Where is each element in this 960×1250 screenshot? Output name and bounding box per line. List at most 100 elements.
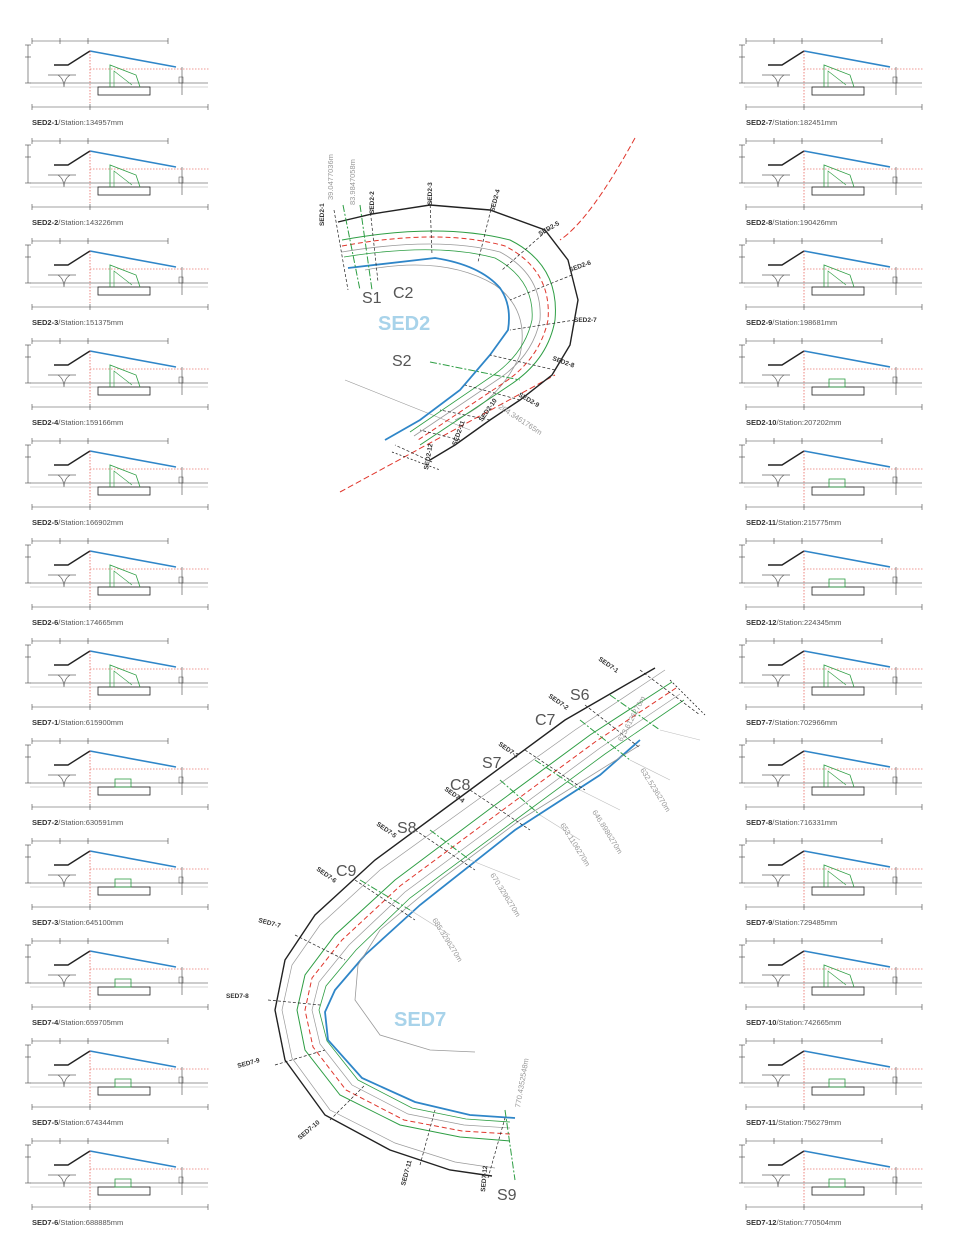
section-name: SED7-9 <box>746 918 773 927</box>
sed7-cut-label-11: SED7-11 <box>400 1159 414 1186</box>
sed2-marker-c2: C2 <box>393 285 414 302</box>
sed7-cut-label-2: SED7-2 <box>547 693 570 712</box>
sed7-green-curve <box>296 681 673 1142</box>
sed7-end-dimension <box>669 679 706 716</box>
section-name: SED7-10 <box>746 1018 777 1027</box>
section-station: /Station:756279mm <box>776 1118 842 1127</box>
sed2-red-axis-line <box>339 374 556 493</box>
sed2-marker-s2: S2 <box>392 353 412 370</box>
section-name: SED2-9 <box>746 318 773 327</box>
section-name: SED2-12 <box>746 618 777 627</box>
cross-section-panel: SED7-2/Station:630591mm <box>18 735 218 830</box>
sed2-section-line <box>359 204 373 291</box>
section-station: /Station:688885mm <box>58 1218 124 1227</box>
sed7-cut-label-12: SED7-12 <box>480 1165 489 1192</box>
sed7-cut-label-1: SED7-1 <box>597 656 620 675</box>
cross-section-panel: SED2-9/Station:198681mm <box>732 235 932 330</box>
section-station: /Station:198681mm <box>772 318 838 327</box>
section-caption: SED2-7/Station:182451mm <box>746 118 837 127</box>
sed7-marker-c9: C9 <box>336 863 357 880</box>
sed2-red-axis-line <box>559 137 636 241</box>
cross-section-panel: SED2-1/Station:134957mm <box>18 35 218 130</box>
cross-section-panel: SED7-11/Station:756279mm <box>732 1035 932 1130</box>
sed2-cut-line <box>509 319 576 331</box>
sed7-gray-outer <box>281 669 666 1169</box>
sed7-section-line <box>499 779 541 816</box>
section-caption: SED2-1/Station:134957mm <box>32 118 123 127</box>
section-caption: SED7-3/Station:645100mm <box>32 918 123 927</box>
section-station: /Station:645100mm <box>58 918 124 927</box>
sed2-gray-line <box>344 379 471 431</box>
sed2-cut-label-9: SED2-9 <box>517 392 541 410</box>
section-name: SED7-2 <box>32 818 59 827</box>
sed7-measure-3: 646.8986270m <box>590 808 624 855</box>
cross-section-panel: SED2-7/Station:182451mm <box>732 35 932 130</box>
sed2-section-line <box>429 361 521 381</box>
section-name: SED2-8 <box>746 218 773 227</box>
sed2-cut-line <box>429 199 433 256</box>
sed2-end-dimension <box>391 451 441 471</box>
sed7-section-line <box>504 1109 516 1181</box>
section-caption: SED7-5/Station:674344mm <box>32 1118 123 1127</box>
sed2-cut-label-6: SED2-6 <box>568 259 592 273</box>
sed7-green-inner <box>318 699 685 1123</box>
cross-section-panel: SED2-11/Station:215775mm <box>732 435 932 530</box>
sed2-cut-line <box>333 209 349 291</box>
sed7-measure-leader <box>579 789 621 811</box>
section-caption: SED2-11/Station:215775mm <box>746 518 841 527</box>
section-station: /Station:207202mm <box>776 418 842 427</box>
sed7-cut-label-9: SED7-9 <box>237 1057 261 1070</box>
cross-section-drawing <box>25 338 210 410</box>
section-name: SED7-12 <box>746 1218 777 1227</box>
sed7-cut-label-10: SED7-10 <box>297 1119 322 1142</box>
section-caption: SED2-9/Station:198681mm <box>746 318 837 327</box>
sed7-title: SED7 <box>394 1009 446 1031</box>
sed7-plan: SED7 S6 C7 S7 C8 S8 C9 S9 SED7-1 SED7-2 … <box>226 656 706 1204</box>
section-caption: SED2-3/Station:151375mm <box>32 318 123 327</box>
section-station: /Station:151375mm <box>58 318 124 327</box>
section-station: /Station:224345mm <box>776 618 842 627</box>
cross-section-drawing <box>25 838 210 910</box>
sed7-cut-line <box>294 934 346 961</box>
sed7-measure-leader <box>659 729 701 741</box>
section-name: SED2-11 <box>746 518 777 527</box>
section-caption: SED7-12/Station:770504mm <box>746 1218 841 1227</box>
sed2-cut-label-7: SED2-7 <box>574 317 597 324</box>
section-station: /Station:215775mm <box>776 518 842 527</box>
section-station: /Station:716331mm <box>772 818 838 827</box>
cross-section-panel: SED7-6/Station:688885mm <box>18 1135 218 1230</box>
section-caption: SED2-4/Station:159166mm <box>32 418 123 427</box>
cross-section-panel: SED2-5/Station:166902mm <box>18 435 218 530</box>
cross-section-drawing <box>739 538 924 610</box>
sed7-marker-s9: S9 <box>497 1187 517 1204</box>
section-name: SED7-6 <box>32 1218 59 1227</box>
section-station: /Station:174665mm <box>58 618 124 627</box>
cross-section-drawing <box>25 438 210 510</box>
section-caption: SED7-11/Station:756279mm <box>746 1118 841 1127</box>
sed2-cut-line <box>439 409 491 421</box>
sed7-blue-edge <box>324 739 641 1119</box>
section-name: SED7-11 <box>746 1118 777 1127</box>
sed7-cut-line <box>267 999 321 1006</box>
sed2-cut-line <box>501 227 551 271</box>
cross-section-panel: SED2-4/Station:159166mm <box>18 335 218 430</box>
cross-section-drawing <box>25 1038 210 1110</box>
sed7-marker-c8: C8 <box>450 777 471 794</box>
sed7-cut-label-8: SED7-8 <box>226 993 249 1000</box>
cross-section-drawing <box>739 38 924 110</box>
sed7-marker-s7: S7 <box>482 755 502 772</box>
sed7-cut-label-6: SED7-6 <box>315 866 338 885</box>
cross-section-panel: SED7-9/Station:729485mm <box>732 835 932 930</box>
sed7-cut-line <box>329 1084 366 1121</box>
cross-section-panel: SED7-12/Station:770504mm <box>732 1135 932 1230</box>
cross-section-drawing <box>739 338 924 410</box>
section-caption: SED2-5/Station:166902mm <box>32 518 123 527</box>
cross-section-panel: SED7-5/Station:674344mm <box>18 1035 218 1130</box>
section-station: /Station:674344mm <box>58 1118 124 1127</box>
sed7-measure-leader <box>539 814 581 841</box>
cross-section-panel: SED2-6/Station:174665mm <box>18 535 218 630</box>
section-caption: SED7-8/Station:716331mm <box>746 818 837 827</box>
cross-section-panel: SED2-12/Station:224345mm <box>732 535 932 630</box>
sed7-section-line <box>609 694 661 731</box>
